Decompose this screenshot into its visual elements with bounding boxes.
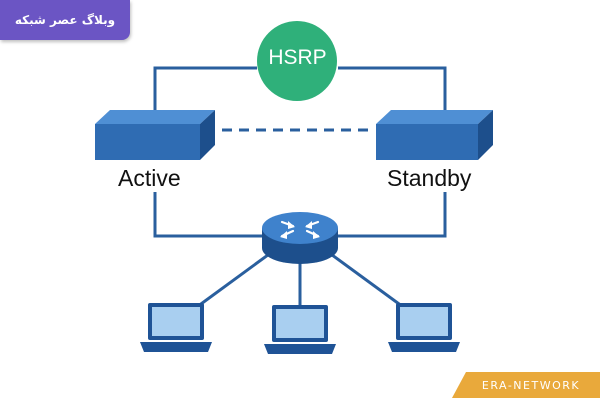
switch-standby-icon bbox=[376, 110, 493, 160]
laptop-left-icon bbox=[140, 303, 212, 352]
brand-badge-bottom: ERA-NETWORK bbox=[452, 372, 600, 398]
switch-standby-label: Standby bbox=[387, 165, 472, 191]
link-hsrp-standby bbox=[338, 66, 447, 110]
link-router-laptop-right bbox=[327, 250, 411, 314]
link-router-laptop-left bbox=[189, 250, 273, 314]
brand-badge-top-text: وبلاگ عصر شبکه bbox=[14, 13, 116, 27]
brand-badge-bottom-text: ERA-NETWORK bbox=[481, 378, 581, 392]
hsrp-circle bbox=[257, 21, 337, 101]
hsrp-label: HSRP bbox=[268, 46, 327, 69]
link-hsrp-active bbox=[153, 66, 257, 110]
switch-active-icon bbox=[95, 110, 215, 160]
link-active-router bbox=[153, 192, 262, 238]
router-icon bbox=[262, 212, 338, 264]
switch-active-label: Active bbox=[118, 165, 181, 191]
laptop-right-icon bbox=[388, 303, 460, 352]
brand-badge-top: وبلاگ عصر شبکه bbox=[0, 0, 130, 40]
links bbox=[153, 66, 447, 314]
laptop-center-icon bbox=[264, 305, 336, 354]
link-standby-router bbox=[338, 192, 447, 238]
